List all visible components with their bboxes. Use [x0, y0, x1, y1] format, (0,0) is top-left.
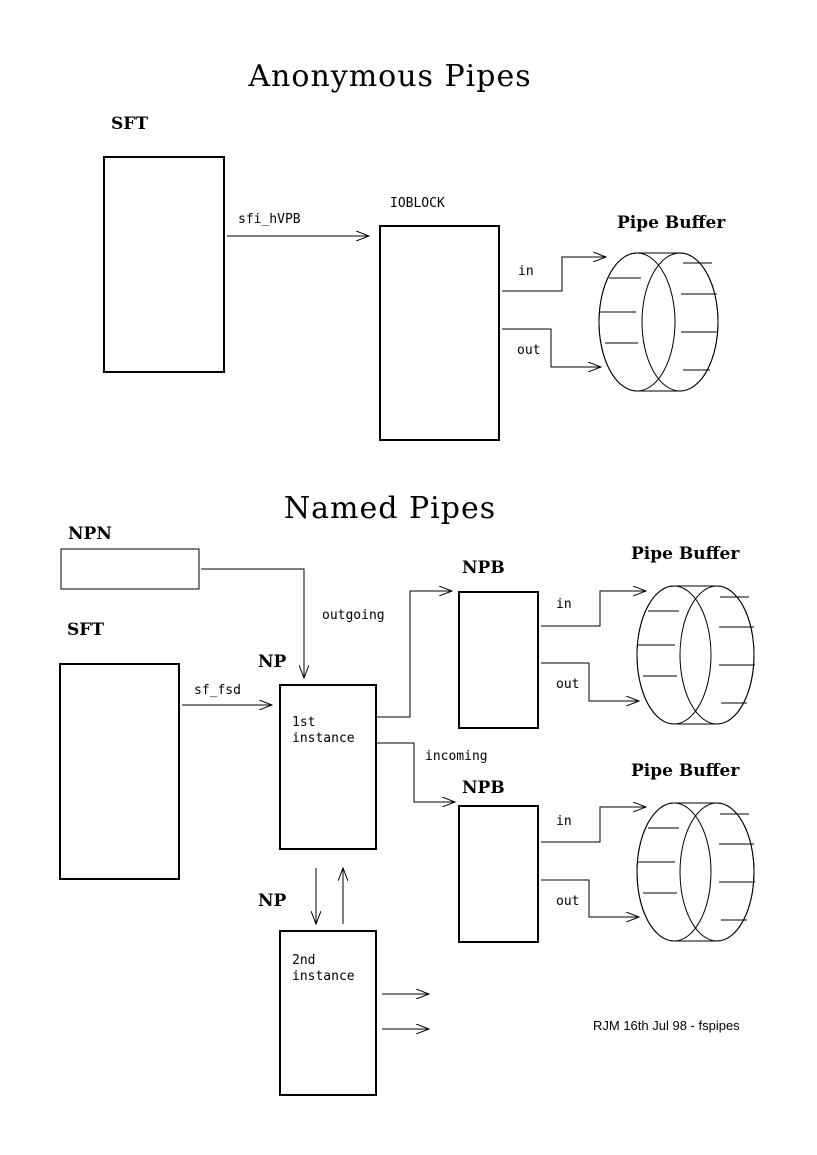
npb-top-in-label: in: [556, 597, 572, 612]
anon-out-arrow: [502, 328, 601, 367]
named-sft-label: SFT: [67, 620, 104, 640]
credit-text: RJM 16th Jul 98 - fspipes: [593, 1018, 740, 1033]
first-instance-line-1: 1st: [292, 715, 315, 730]
pipe-buffer-top-label: Pipe Buffer: [631, 544, 740, 564]
npb-top-box: [458, 591, 539, 729]
anon-pointer-label: sfi_hVPB: [238, 212, 301, 227]
npb-bottom-in-arrow: [541, 807, 646, 843]
anon-ioblock-box: [379, 225, 500, 441]
outgoing-label: outgoing: [322, 608, 385, 623]
np-second-instance-box: [279, 930, 377, 1096]
pipe-buffer-bottom-ring: [636, 802, 755, 942]
anon-pipe-buffer-label: Pipe Buffer: [617, 213, 726, 233]
second-instance-line-2: instance: [292, 969, 355, 984]
incoming-label: incoming: [425, 749, 488, 764]
npn-box: [60, 548, 200, 590]
first-instance-line-2: instance: [292, 731, 355, 746]
npb-top-label: NPB: [462, 558, 505, 578]
npn-to-np-arrow: [201, 568, 304, 678]
npb-bottom-box: [458, 805, 539, 943]
named-pipes-title: Named Pipes: [284, 491, 496, 526]
npb-top-in-arrow: [541, 591, 646, 627]
npb-bottom-out-arrow: [541, 879, 639, 917]
anon-out-label: out: [517, 343, 540, 358]
npb-top-out-label: out: [556, 677, 579, 692]
anon-in-arrow: [502, 257, 606, 292]
np2-label: NP: [258, 891, 287, 911]
np-first-instance-box: [279, 684, 377, 850]
npn-label: NPN: [68, 524, 112, 544]
npb-top-out-arrow: [541, 662, 639, 701]
anon-in-label: in: [518, 264, 534, 279]
incoming-arrow: [377, 742, 455, 802]
pipe-buffer-bottom-label: Pipe Buffer: [631, 761, 740, 781]
anon-ioblock-label: IOBLOCK: [390, 196, 445, 211]
second-instance-line-1: 2nd: [292, 953, 315, 968]
named-pointer-label: sf_fsd: [194, 683, 241, 698]
pipe-buffer-top-ring: [636, 585, 755, 725]
npb-bottom-in-label: in: [556, 814, 572, 829]
outgoing-arrow: [377, 591, 452, 718]
npb-bottom-label: NPB: [462, 778, 505, 798]
anon-sft-box: [103, 156, 225, 373]
anonymous-pipes-title: Anonymous Pipes: [247, 59, 531, 94]
np-label: NP: [258, 652, 287, 672]
named-sft-box: [59, 663, 180, 880]
npb-bottom-out-label: out: [556, 894, 579, 909]
anon-pipe-buffer-ring: [598, 252, 719, 392]
anon-sft-label: SFT: [111, 114, 148, 134]
